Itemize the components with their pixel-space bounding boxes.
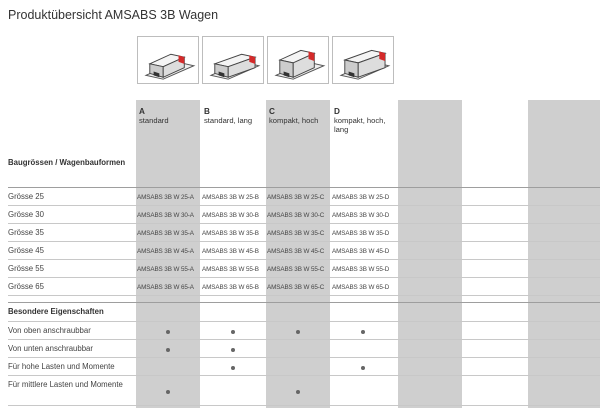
model-code-cell: AMSABS 3B W 25-C [267, 194, 325, 201]
model-code-cell: AMSABS 3B W 45-B [202, 248, 259, 255]
model-code-cell: AMSABS 3B W 65-D [332, 284, 390, 291]
model-code-cell: AMSABS 3B W 30-C [267, 212, 325, 219]
column-letter: A [139, 107, 145, 116]
sizes-heading: Baugrössen / Wagenbauformen [8, 158, 126, 167]
model-code-cell: AMSABS 3B W 30-B [202, 212, 259, 219]
model-code-cell: AMSABS 3B W 45-A [137, 248, 194, 255]
model-code-cell: AMSABS 3B W 65-A [137, 284, 194, 291]
column-bg-extra-2 [528, 100, 600, 408]
model-code-cell: AMSABS 3B W 45-C [267, 248, 325, 255]
feature-row-label: Für hohe Lasten und Momente [8, 362, 115, 371]
column-description: standard [139, 116, 169, 125]
row-divider [8, 187, 600, 188]
model-code-cell: AMSABS 3B W 45-D [332, 248, 390, 255]
model-code-cell: AMSABS 3B W 35-D [332, 230, 390, 237]
size-row-label: Grösse 55 [8, 264, 44, 273]
model-code-cell: AMSABS 3B W 35-A [137, 230, 194, 237]
model-code-cell: AMSABS 3B W 25-B [202, 194, 259, 201]
feature-mark-dot [231, 366, 235, 370]
column-description: standard, lang [204, 116, 253, 125]
size-row-label: Grösse 30 [8, 210, 44, 219]
row-divider [8, 259, 600, 260]
column-letter: C [269, 107, 275, 116]
feature-mark-dot [231, 330, 235, 334]
size-row-label: Grösse 65 [8, 282, 44, 291]
feature-row-label: Von oben anschraubbar [8, 326, 91, 335]
row-divider [8, 277, 600, 278]
feature-mark-dot [231, 348, 235, 352]
model-code-cell: AMSABS 3B W 65-C [267, 284, 325, 291]
model-code-cell: AMSABS 3B W 35-C [267, 230, 325, 237]
carriage-compact-high-long-icon [332, 36, 394, 84]
feature-mark-dot [361, 366, 365, 370]
carriage-standard-long-icon [202, 36, 264, 84]
feature-mark-dot [361, 330, 365, 334]
features-heading: Besondere Eigenschaften [8, 307, 104, 316]
row-divider [8, 295, 600, 296]
row-divider [8, 339, 600, 340]
size-row-label: Grösse 45 [8, 246, 44, 255]
page-title: Produktübersicht AMSABS 3B Wagen [8, 8, 219, 22]
row-divider [8, 375, 600, 376]
row-divider [8, 357, 600, 358]
model-code-cell: AMSABS 3B W 30-D [332, 212, 390, 219]
size-row-label: Grösse 25 [8, 192, 44, 201]
model-code-cell: AMSABS 3B W 55-C [267, 266, 325, 273]
size-row-label: Grösse 35 [8, 228, 44, 237]
model-code-cell: AMSABS 3B W 25-D [332, 194, 390, 201]
model-code-cell: AMSABS 3B W 30-A [137, 212, 194, 219]
feature-row-label: Für mittlere Lasten und Momente [8, 380, 123, 389]
feature-mark-dot [166, 330, 170, 334]
model-code-cell: AMSABS 3B W 55-D [332, 266, 390, 273]
column-letter: D [334, 107, 340, 116]
column-bg-extra-1 [398, 100, 462, 408]
feature-mark-dot [296, 390, 300, 394]
row-divider [8, 405, 600, 406]
model-code-cell: AMSABS 3B W 55-A [137, 266, 194, 273]
row-divider [8, 321, 600, 322]
model-code-cell: AMSABS 3B W 65-B [202, 284, 259, 291]
feature-mark-dot [166, 348, 170, 352]
model-code-cell: AMSABS 3B W 25-A [137, 194, 194, 201]
model-code-cell: AMSABS 3B W 35-B [202, 230, 259, 237]
row-divider [8, 241, 600, 242]
row-divider [8, 302, 600, 303]
carriage-standard-icon [137, 36, 199, 84]
column-description: kompakt, hoch [269, 116, 319, 125]
feature-mark-dot [296, 330, 300, 334]
column-letter: B [204, 107, 210, 116]
column-description: kompakt, hoch, lang [334, 116, 386, 134]
feature-mark-dot [166, 390, 170, 394]
column-bg-c [266, 100, 330, 408]
row-divider [8, 205, 600, 206]
column-bg-a [136, 100, 200, 408]
row-divider [8, 223, 600, 224]
feature-row-label: Von unten anschraubbar [8, 344, 93, 353]
carriage-compact-high-icon [267, 36, 329, 84]
model-code-cell: AMSABS 3B W 55-B [202, 266, 259, 273]
